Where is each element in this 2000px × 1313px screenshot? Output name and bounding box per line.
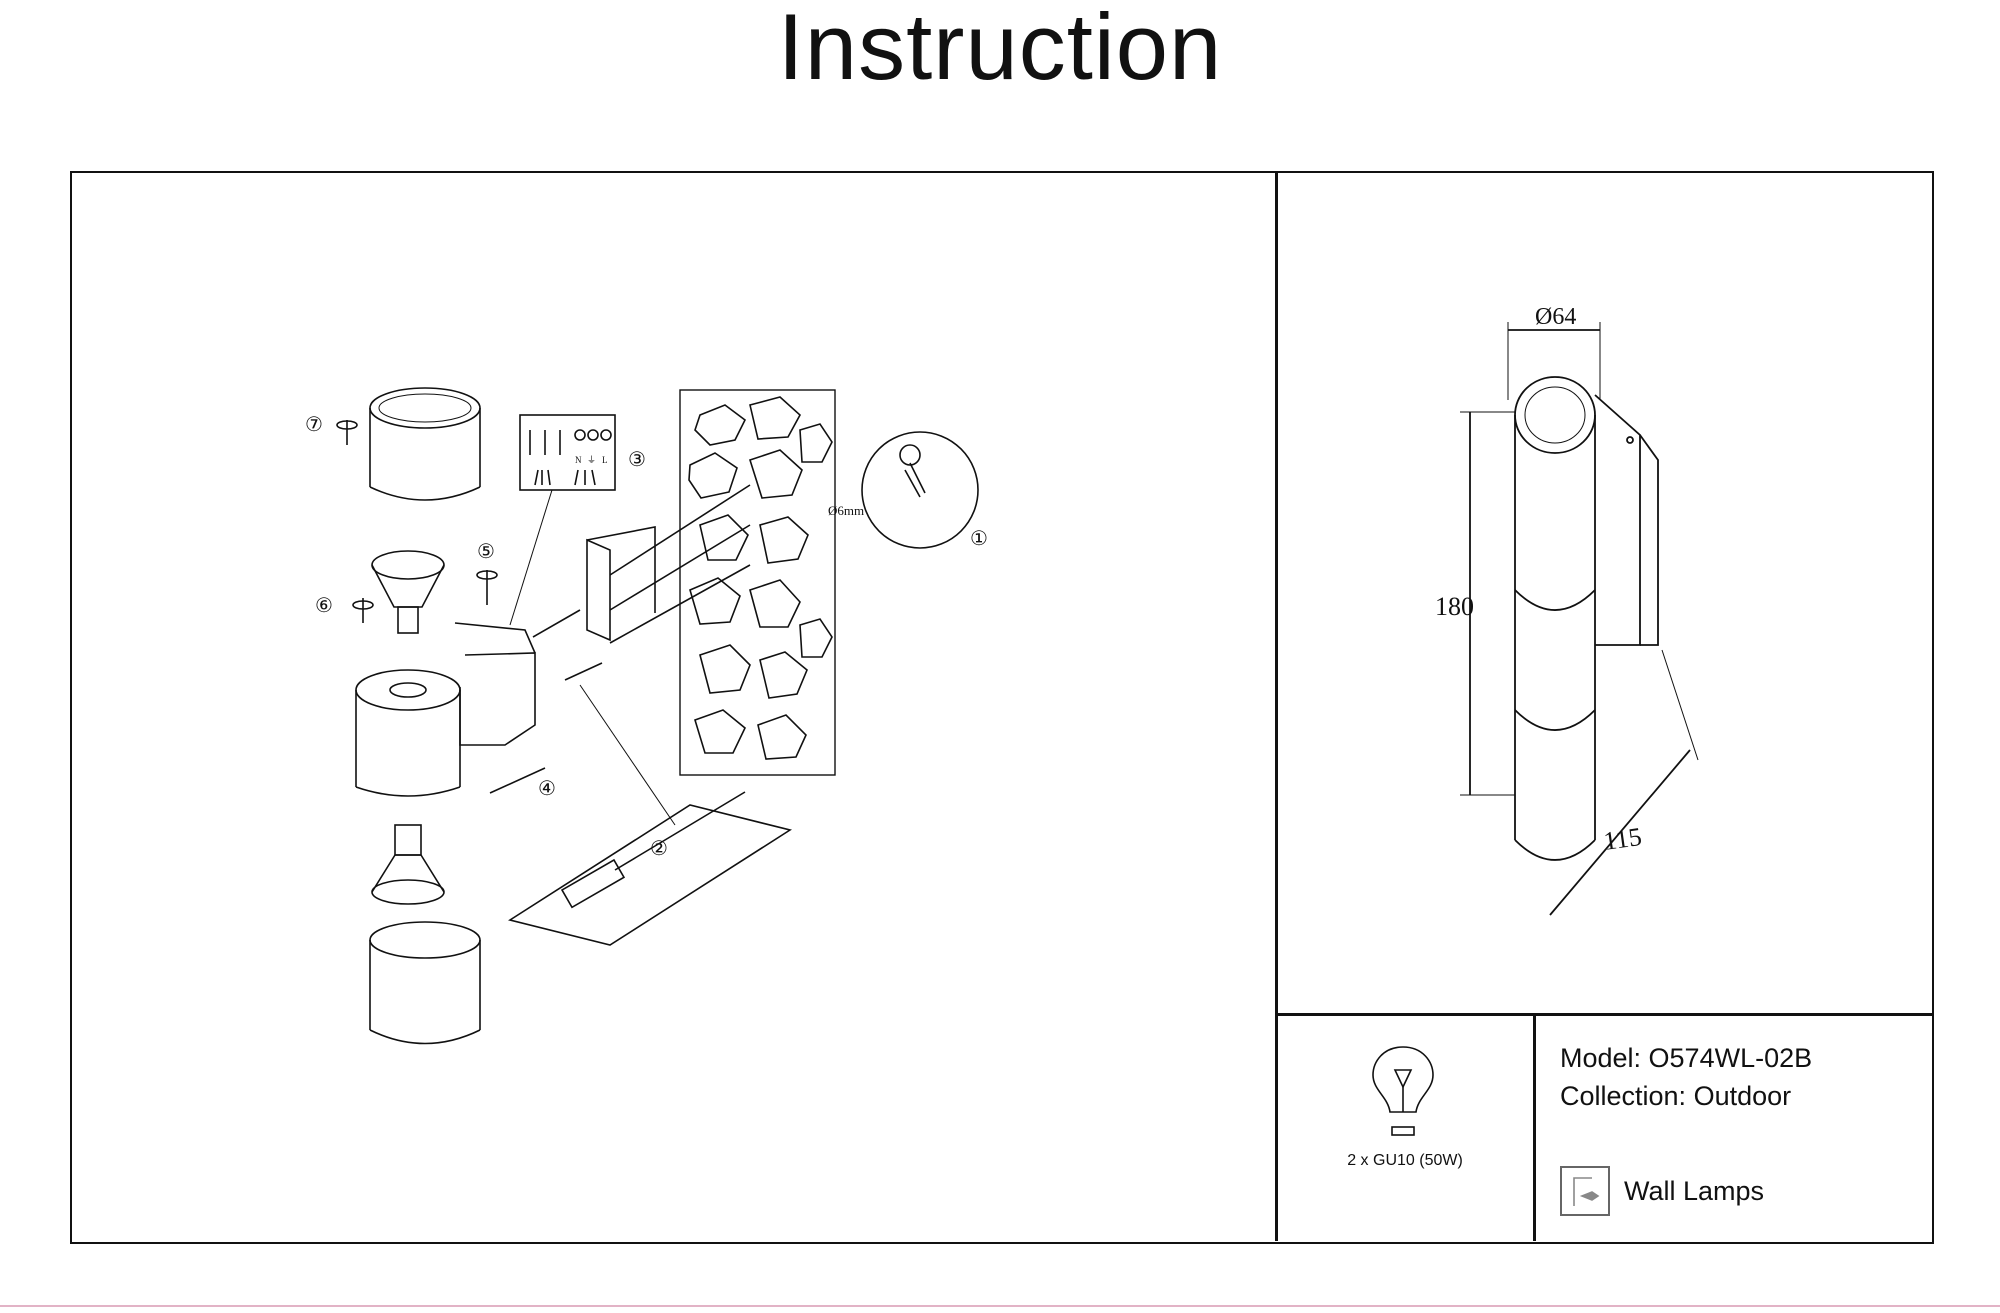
step-3-label: ③	[628, 449, 646, 471]
drill-size-label: Ø6mm	[828, 503, 864, 518]
depth-value: 115	[1602, 822, 1644, 856]
bulb-spec: 2 x GU10 (50W)	[1347, 1152, 1463, 1169]
light-bulb-icon	[1372, 1046, 1434, 1136]
rotate-icon	[352, 598, 374, 623]
step-1-label: ①	[970, 528, 988, 550]
terminal-block	[519, 414, 616, 491]
depth-dimension	[1549, 649, 1699, 916]
terminal-l: L	[602, 455, 608, 465]
cable	[489, 767, 546, 794]
category-label: Wall Lamps	[1624, 1176, 1765, 1206]
divider-info	[1275, 1013, 1934, 1016]
dimension-drawing: Ø64 180 115	[1435, 304, 1699, 916]
terminal-e: ⏚	[587, 455, 596, 465]
screwdriver-panel	[508, 791, 792, 946]
diameter-dimension	[1507, 322, 1601, 400]
bottom-shade	[369, 921, 481, 1045]
step-7-label: ⑦	[305, 414, 323, 436]
height-value: 180	[1435, 592, 1474, 621]
wall-lamp-icon	[1560, 1166, 1610, 1216]
bottom-bulb	[371, 824, 445, 905]
drill-detail	[861, 431, 979, 549]
footer-line	[0, 1305, 2000, 1307]
model-label: Model: O574WL-02B	[1560, 1043, 1813, 1073]
divider-main	[1275, 173, 1278, 1241]
assembly-diagram: ⑦ ⑥ ⑤ ④	[305, 387, 988, 1045]
top-bulb	[371, 550, 445, 634]
screw-icon	[476, 570, 498, 605]
rotate-icon	[336, 420, 358, 445]
lamp-body	[355, 622, 536, 797]
collection-label: Collection: Outdoor	[1560, 1081, 1792, 1111]
height-dimension	[1460, 411, 1515, 796]
step-6-label: ⑥	[315, 595, 333, 617]
instruction-frame	[70, 171, 1934, 1244]
divider-spec	[1533, 1013, 1536, 1241]
lamp-side-view	[1514, 376, 1659, 861]
top-shade	[369, 387, 481, 501]
step-4-label: ④	[538, 778, 556, 800]
mounting-plate	[586, 526, 656, 642]
terminal-n: N	[575, 455, 582, 465]
stone-wall	[679, 389, 836, 776]
page-title: Instruction	[777, 0, 1223, 99]
screws-anchors	[532, 484, 751, 681]
diameter-value: Ø64	[1535, 304, 1576, 330]
step-2-label: ②	[650, 838, 668, 860]
step-5-label: ⑤	[477, 541, 495, 563]
